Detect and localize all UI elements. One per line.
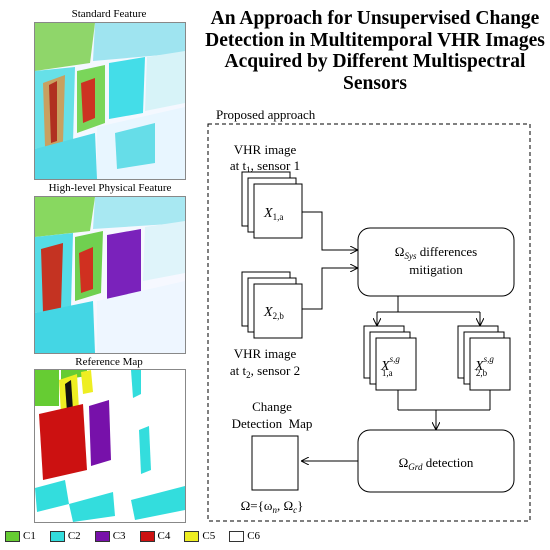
sys-mitigation-label-2: mitigation [409,262,463,277]
svg-text:Xs,g2,b: Xs,g2,b [474,354,494,378]
vhr-image-2-label: VHR image [234,346,297,361]
legend-swatch [94,530,110,542]
legend-label: C3 [112,530,126,542]
svg-text:X2,b: X2,b [263,305,284,321]
sys-mitigation-box [357,227,515,297]
change-detection-label-1: Change [252,399,292,414]
image-stack-x2b: X2,b [241,271,303,339]
legend-swatch [5,530,20,542]
vhr-image-1-label: VHR image [234,142,297,157]
change-detection-map-box [251,435,299,491]
legend-label: C4 [157,530,171,542]
high-level-feature-image [35,197,185,353]
page-title: An Approach for Unsupervised Change Dete… [205,8,545,94]
legend-swatch [229,530,245,542]
legend-swatch [184,530,200,542]
reference-map [34,369,186,523]
legend-swatch [49,530,65,542]
arrow-sys-to-harmonized [377,296,480,325]
proposed-approach-box [207,123,531,522]
legend-item-c1: C1 [5,530,36,542]
legend-item-c4: C4 [139,530,171,542]
class-legend: C1 C2 C3 C4 C5 C6 [5,528,274,544]
svg-text:X1,a: X1,a [263,206,283,222]
legend-label: C2 [67,530,81,542]
legend-item-c3: C3 [94,530,126,542]
omega-formula: Ω={ωn, Ωc} [241,498,304,515]
high-level-feature-map [34,196,186,354]
standard-feature-image [35,23,185,179]
legend-item-c5: C5 [184,530,215,542]
reference-map-label: Reference Map [75,356,143,368]
image-stack-x1a: X1,a [241,171,303,239]
legend-label: C5 [202,530,216,542]
legend-swatch [139,530,155,542]
grd-detection-label: ΩGrd detection [399,455,474,472]
change-detection-label-2: Detection Map [232,416,313,431]
arrow-x1a-to-sys [302,211,357,250]
svg-text:Xs,g1,a: Xs,g1,a [380,354,400,378]
sys-mitigation-label: ΩSys differences [395,244,477,261]
vhr-image-2-time: at t2, sensor 2 [230,363,300,380]
standard-feature-label: Standard Feature [71,8,147,20]
legend-label: C6 [247,530,261,542]
legend-item-c6: C6 [229,530,260,542]
high-level-feature-label: High-level Physical Feature [48,182,172,194]
reference-map-image [35,370,185,522]
arrow-harmonized-to-grd [397,390,491,429]
proposed-approach-label: Proposed approach [216,107,316,122]
vhr-image-1-time: at t1, sensor 1 [230,158,300,175]
standard-feature-map [34,22,186,180]
legend-item-c2: C2 [49,530,81,542]
arrow-x2b-to-sys [302,268,357,310]
legend-label: C1 [23,530,36,542]
